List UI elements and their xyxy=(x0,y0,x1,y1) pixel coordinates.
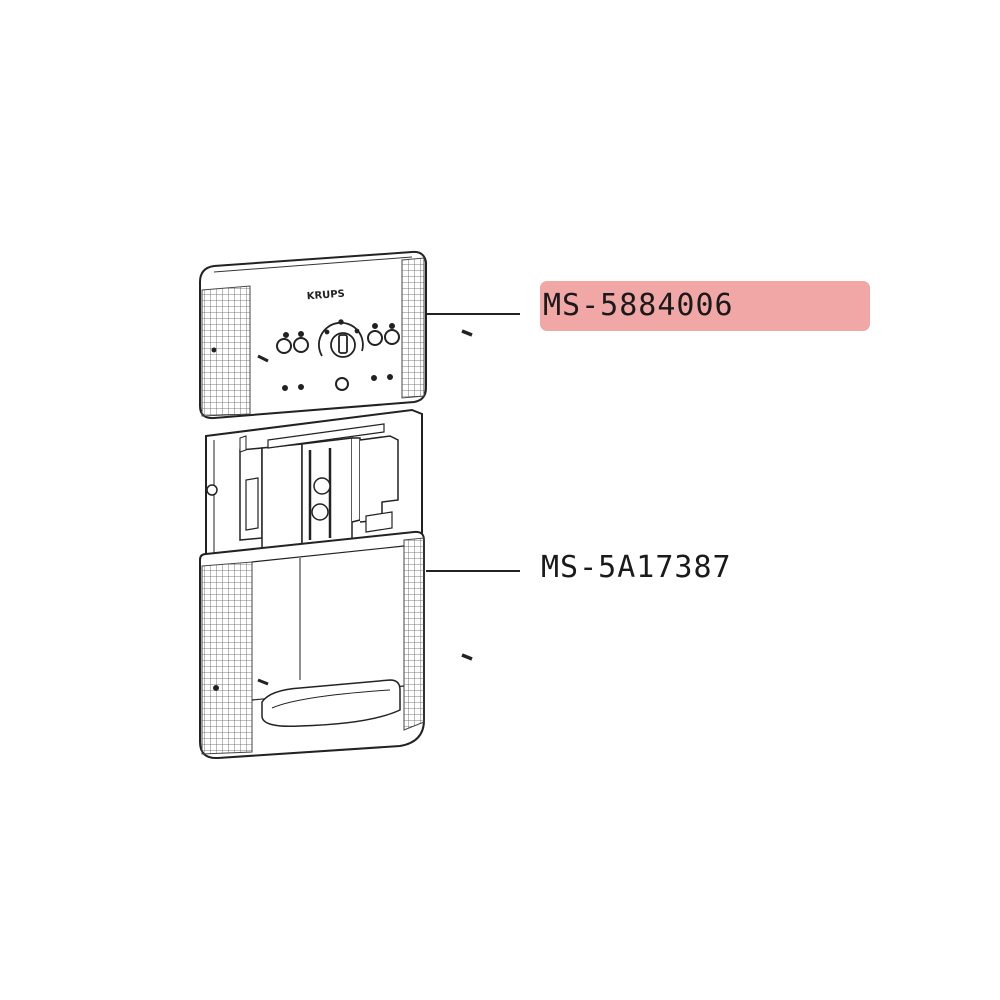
left-buttons xyxy=(276,331,309,354)
lower-indicators xyxy=(282,374,393,391)
screw-top xyxy=(461,329,473,337)
screw-bottom xyxy=(461,653,473,661)
control-panel-part: KRUPS xyxy=(199,250,427,420)
right-buttons xyxy=(367,323,400,346)
selector-dial xyxy=(318,319,364,358)
panel-screw xyxy=(257,354,269,363)
label-highlight xyxy=(540,281,870,331)
front-housing-part xyxy=(199,408,425,760)
panel-brand: KRUPS xyxy=(306,289,345,303)
part-number-top: MS-5884006 xyxy=(543,288,734,323)
part-number-bottom: MS-5A17387 xyxy=(541,550,732,585)
